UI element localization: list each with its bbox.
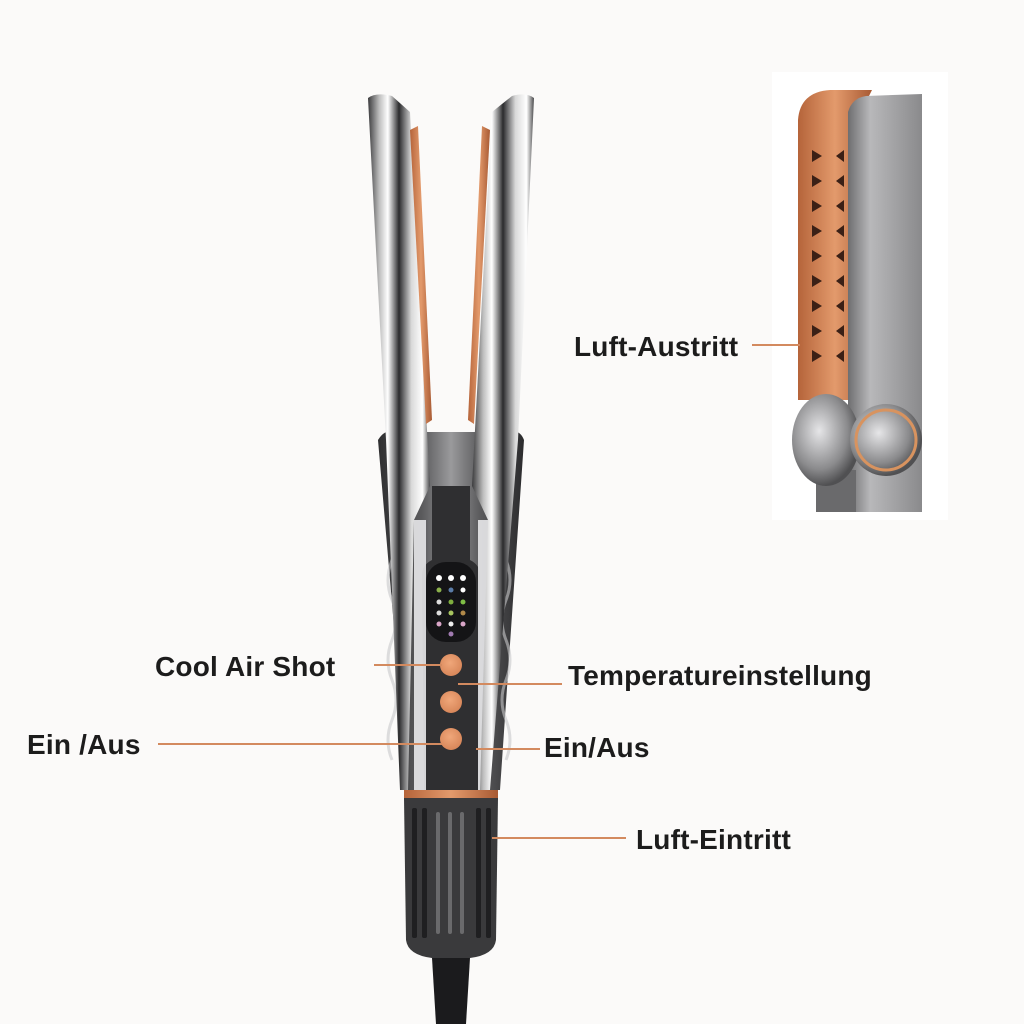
label-power-left: Ein /Aus [27,729,141,760]
leader-power-right [476,748,540,750]
air-outlet-closeup [792,90,922,512]
label-temperature: Temperatureinstellung [568,660,872,691]
leader-cool-air-shot [374,664,442,666]
label-cool-air-shot: Cool Air Shot [155,651,336,682]
power-button [440,728,462,750]
temperature-button [440,691,462,713]
label-air-outlet: Luft-Austritt [574,331,739,362]
label-air-inlet: Luft-Eintritt [636,824,791,855]
power-cord [432,958,470,1024]
display-panel [426,562,476,642]
leader-air-inlet [492,837,626,839]
cool-air-button [440,654,462,676]
leader-air-outlet [752,344,800,346]
leader-power-left [158,743,442,745]
left-arm [368,94,432,790]
right-arm [468,94,534,790]
label-power-right: Ein/Aus [544,732,650,763]
air-inlet-grille [404,798,498,958]
leader-temperature [458,683,562,685]
